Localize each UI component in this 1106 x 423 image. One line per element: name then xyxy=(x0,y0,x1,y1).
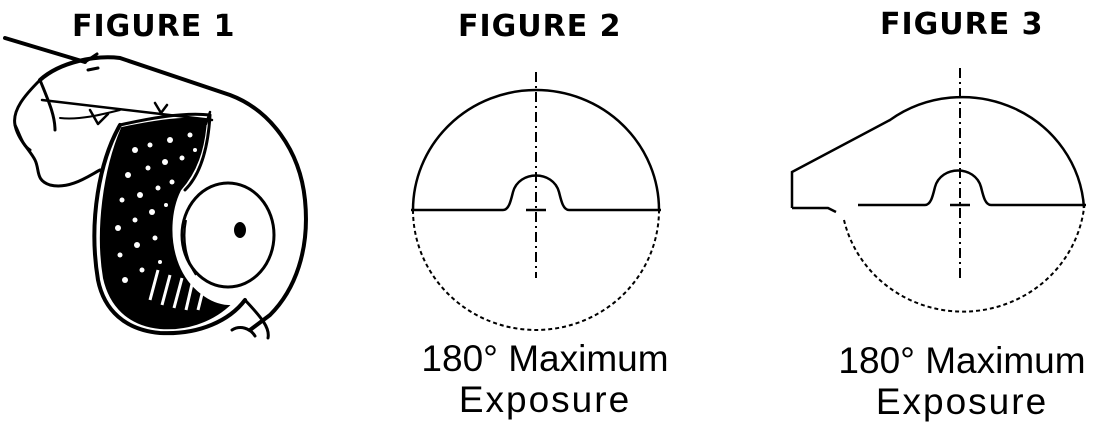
caption-line-1: 180° Maximum xyxy=(838,340,1086,381)
guard-outline xyxy=(411,88,661,211)
grinder-guard-illustration xyxy=(3,36,308,340)
exposed-wheel-outline xyxy=(843,207,1085,313)
wheel-hub xyxy=(180,181,276,289)
exposed-wheel-outline xyxy=(412,209,660,331)
guard-outline xyxy=(790,95,1086,209)
caption-line-1: 180° Maximum xyxy=(421,338,669,379)
figure-2-title: FIGURE 2 xyxy=(458,9,622,44)
figure-2-caption: 180° Maximum Exposure xyxy=(395,338,695,421)
figure-3-caption: 180° Maximum Exposure xyxy=(818,340,1106,423)
figure-3-diagram xyxy=(790,68,1086,313)
caption-line-2: Exposure xyxy=(458,379,632,421)
figure-2-diagram xyxy=(411,72,661,331)
figure-1-title: FIGURE 1 xyxy=(72,9,236,44)
caption-line-2: Exposure xyxy=(875,381,1049,423)
spindle-line xyxy=(858,169,1086,207)
figure-3-title: FIGURE 3 xyxy=(880,7,1044,42)
abrasive-wheel-face xyxy=(99,117,231,330)
